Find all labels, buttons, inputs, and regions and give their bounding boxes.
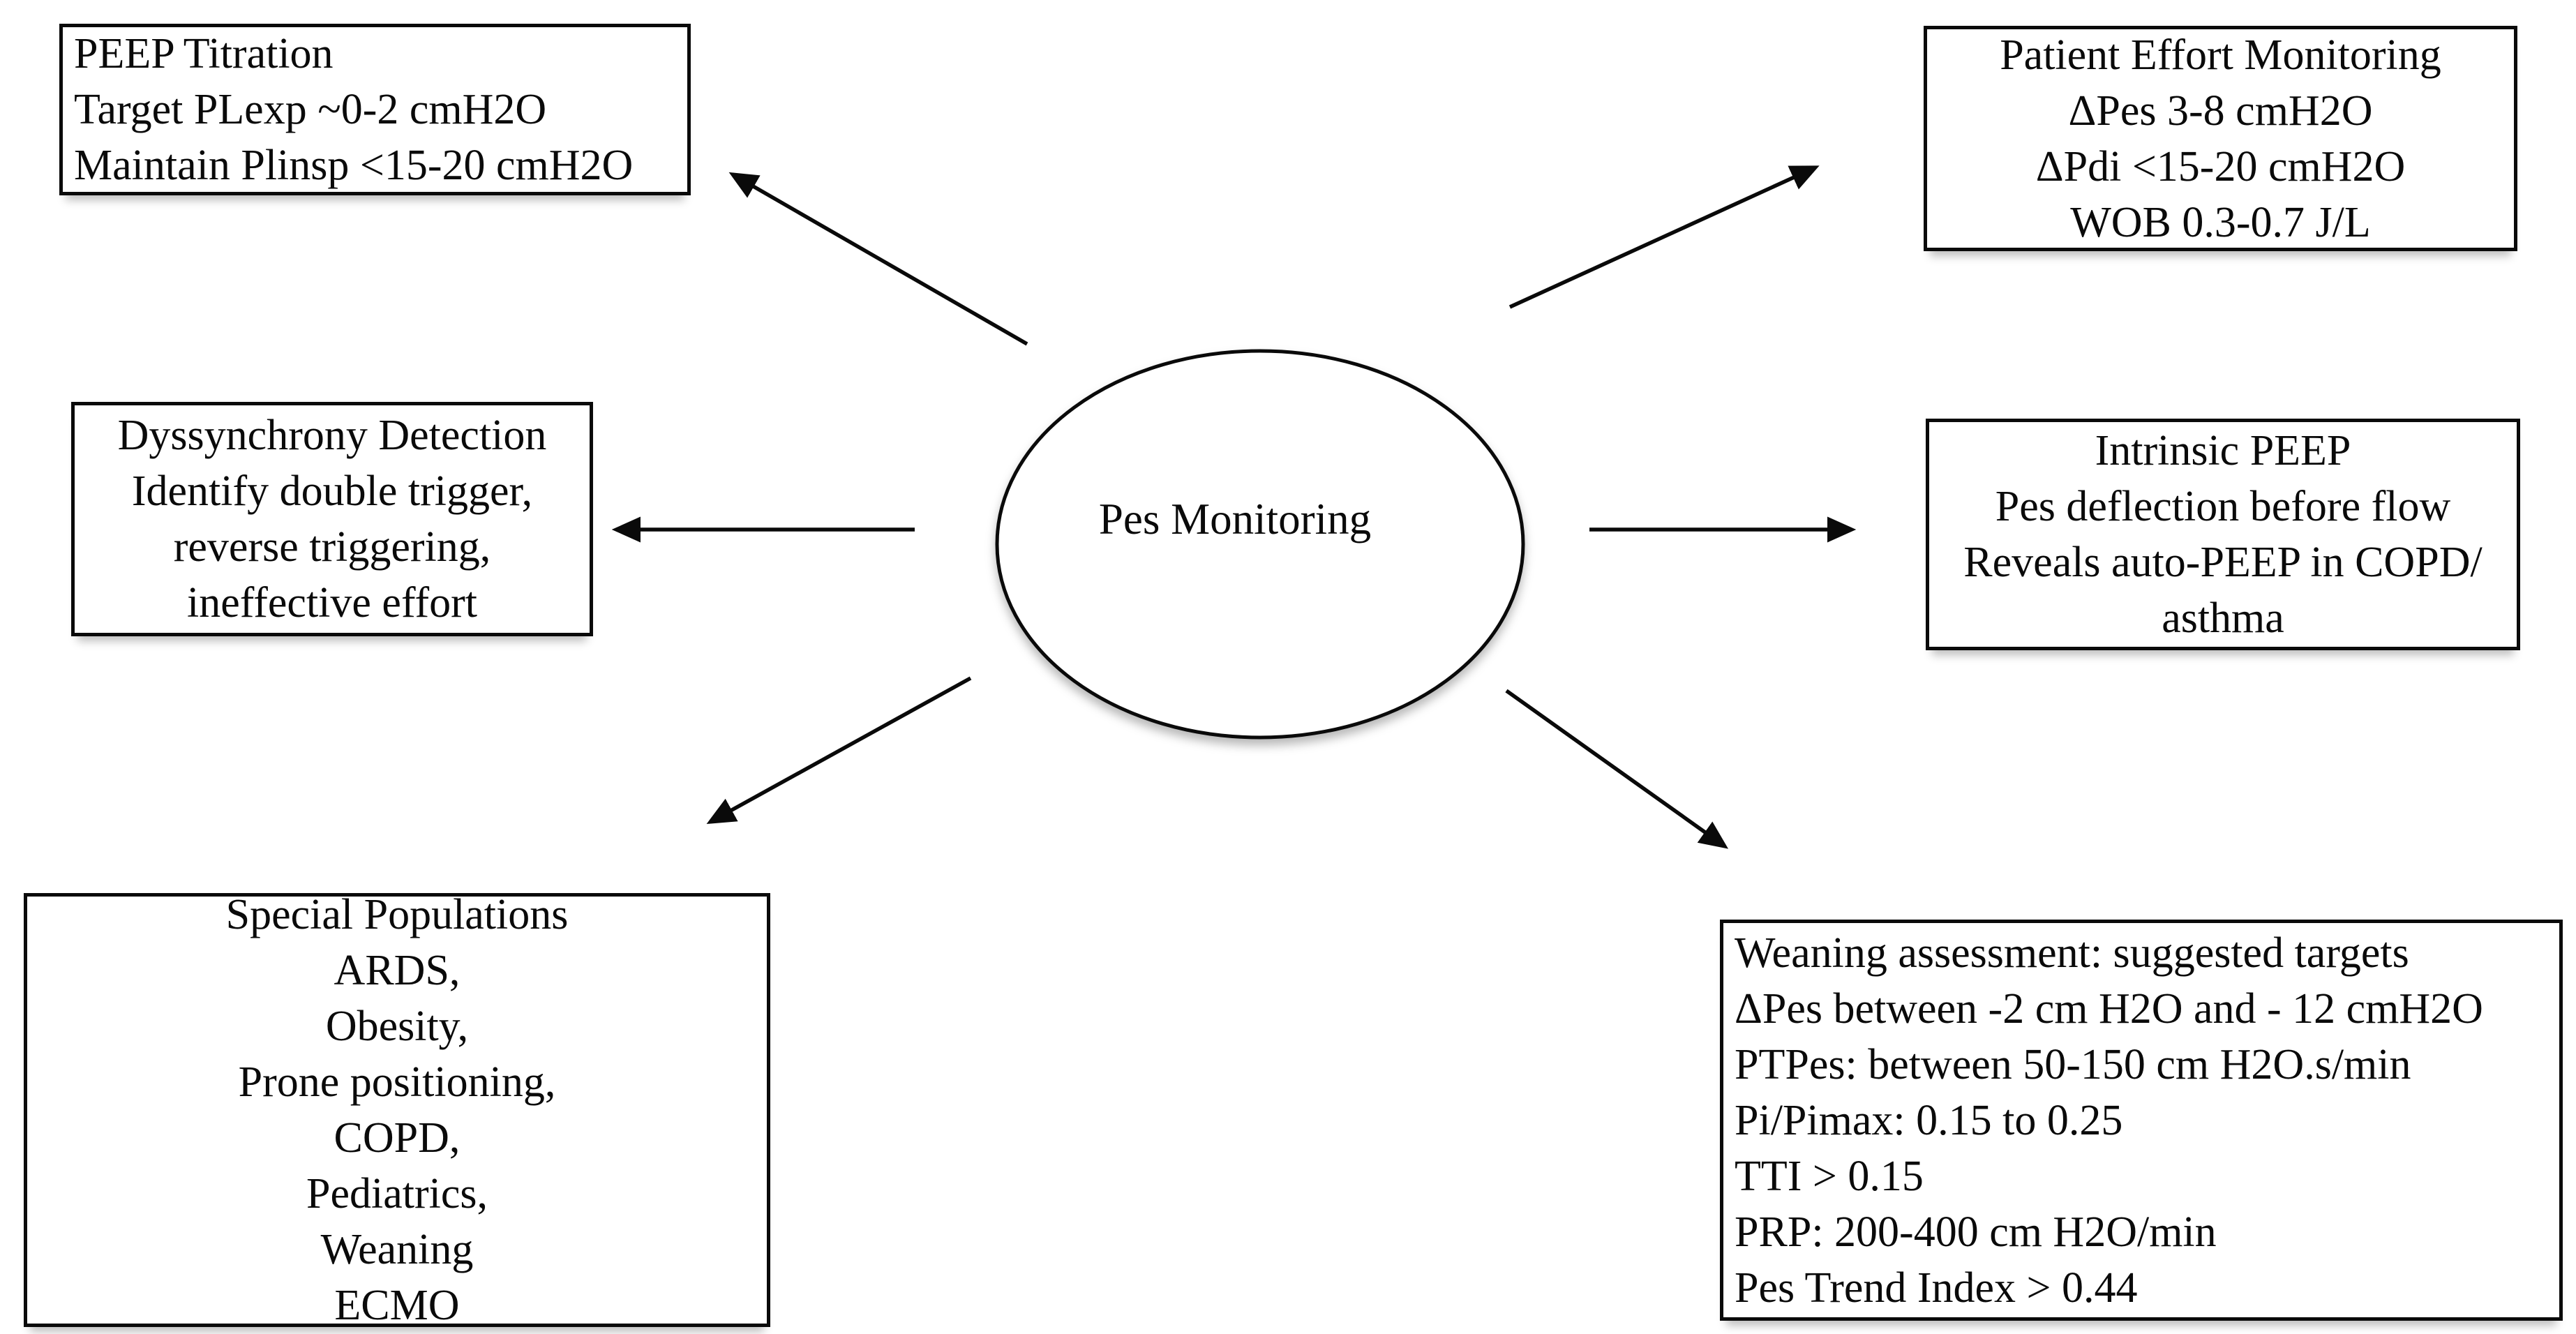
text-line: Patient Effort Monitoring: [2000, 31, 2441, 79]
text-line: Pi/Pimax: 0.15 to 0.25: [1735, 1096, 2123, 1144]
arrow-to-peep-titration: [728, 172, 1028, 346]
text-line: Weaning: [320, 1226, 474, 1273]
text-line: PRP: 200-400 cm H2O/min: [1735, 1208, 2217, 1256]
text-line: Prone positioning,: [238, 1058, 556, 1106]
text-line: ΔPes 3-8 cmH2O: [2068, 87, 2373, 135]
text-line: Obesity,: [325, 1003, 469, 1050]
text-line: COPD,: [334, 1114, 460, 1162]
text-line: Special Populations: [225, 891, 569, 938]
text-line: Pediatrics,: [306, 1170, 488, 1217]
text-line: Intrinsic PEEP: [2095, 427, 2351, 474]
center-node-ellipse: [995, 349, 1525, 740]
arrow-to-weaning-assessment: [1505, 689, 1729, 849]
text-line: Identify double trigger,: [131, 467, 533, 515]
text-line: PEEP Titration: [74, 30, 334, 77]
text-line: ARDS,: [334, 947, 460, 994]
text-line: Weaning assessment: suggested targets: [1735, 929, 2409, 977]
text-line: PTPes: between 50-150 cm H2O.s/min: [1735, 1040, 2411, 1088]
text-line: Pes Trend Index > 0.44: [1735, 1264, 2138, 1312]
text-line: Target PLexp ~0-2 cmH2O: [74, 86, 547, 133]
text-line: TTI > 0.15: [1735, 1152, 1924, 1200]
text-line: ECMO: [334, 1282, 460, 1329]
text-line: WOB 0.3-0.7 J/L: [2070, 198, 2371, 246]
text-line: reverse triggering,: [173, 523, 491, 571]
text-line: ΔPes between -2 cm H2O and - 12 cmH2O: [1735, 984, 2483, 1033]
text-line: Reveals auto-PEEP in COPD/: [1963, 539, 2483, 586]
text-line: Pes deflection before flow: [1995, 483, 2451, 530]
text-line: Maintain Plinsp <15-20 cmH2O: [74, 142, 634, 189]
text-line: Dyssynchrony Detection: [117, 412, 547, 459]
text-line: asthma: [2162, 594, 2284, 642]
center-node-label: Pes Monitoring: [1098, 495, 1372, 544]
node-intrinsic-peep: Intrinsic PEEP Pes deflection before flow…: [1926, 419, 2520, 650]
text-line: ineffective effort: [187, 579, 477, 627]
text-line: ΔPdi <15-20 cmH2O: [2035, 142, 2406, 190]
arrow-to-patient-effort: [1508, 165, 1820, 309]
arrow-to-special-populations: [706, 676, 972, 824]
